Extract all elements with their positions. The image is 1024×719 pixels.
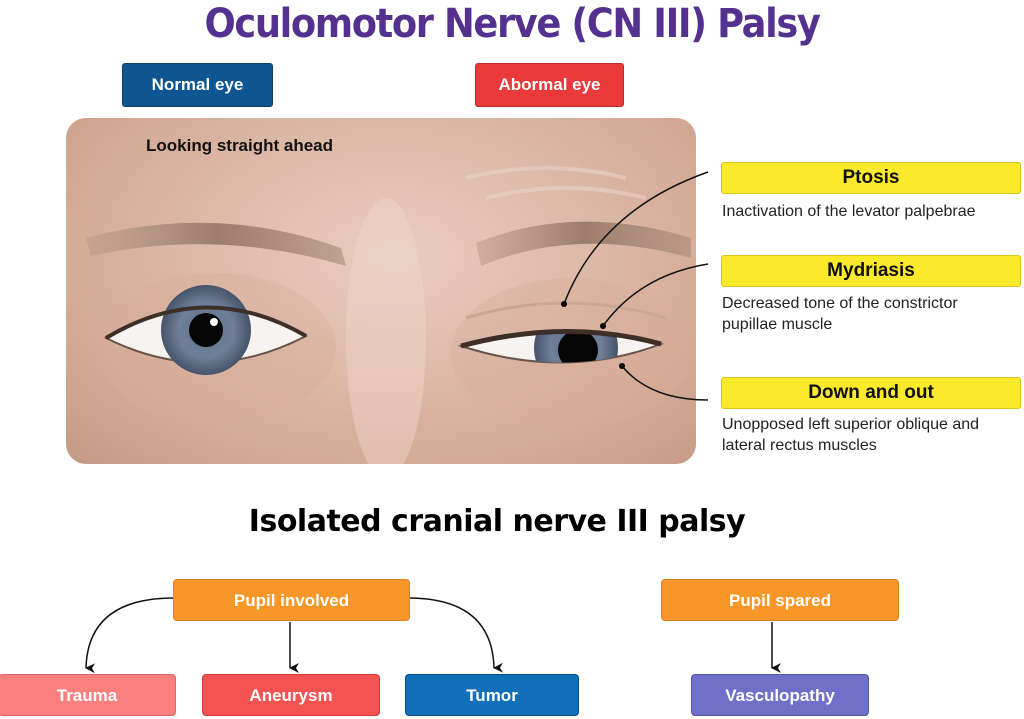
callout-ptosis: Ptosis	[721, 162, 1021, 194]
callout-down-and-out: Down and out	[721, 377, 1021, 409]
callout-mydriasis-description: Decreased tone of the constrictor pupill…	[722, 295, 958, 333]
callout-down-and-out-description: Unopposed left superior oblique and late…	[722, 416, 980, 454]
flowchart-title: Isolated cranial nerve III palsy	[248, 504, 746, 539]
normal-eye-label: Normal eye	[122, 63, 273, 107]
illustration-caption: Looking straight ahead	[146, 136, 334, 155]
callout-ptosis-description: Inactivation of the levator palpebrae	[722, 203, 976, 220]
eyes-illustration: Looking straight ahead	[66, 118, 696, 464]
page-title: Oculomotor Nerve (CN III) Palsy	[204, 1, 820, 47]
node-trauma: Trauma	[0, 674, 176, 716]
abnormal-eye-label: Abormal eye	[475, 63, 624, 107]
node-tumor: Tumor	[405, 674, 579, 716]
node-vasculopathy: Vasculopathy	[691, 674, 869, 716]
callout-mydriasis: Mydriasis	[721, 255, 1021, 287]
node-pupil-involved: Pupil involved	[173, 579, 410, 621]
node-pupil-spared: Pupil spared	[661, 579, 899, 621]
face-drawing	[86, 166, 691, 464]
node-aneurysm: Aneurysm	[202, 674, 380, 716]
